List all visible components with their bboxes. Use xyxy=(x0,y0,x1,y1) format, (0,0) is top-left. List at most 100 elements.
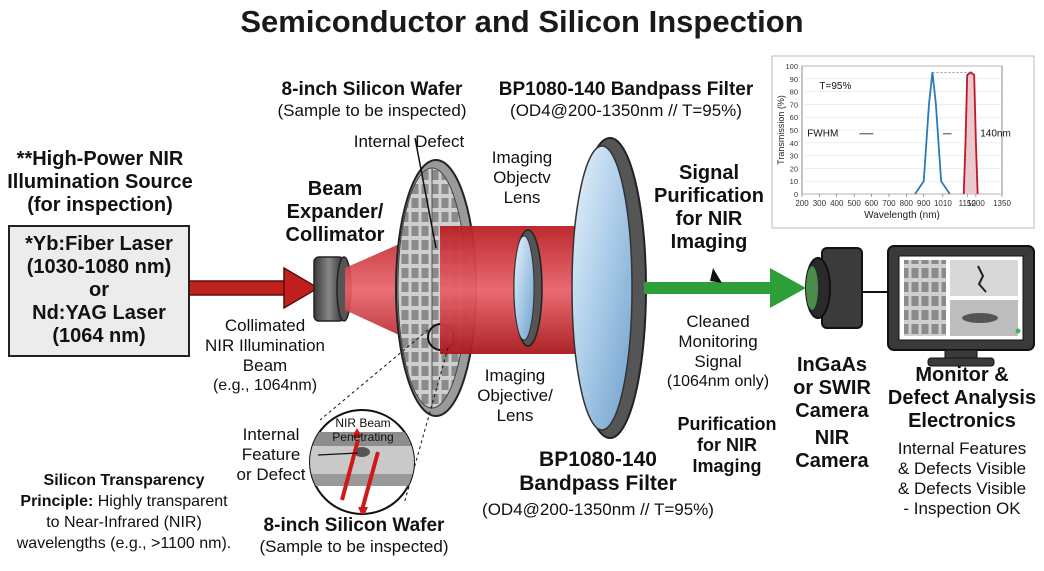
source-box-line: (1030-1080 nm) xyxy=(26,256,172,278)
x-axis-title: Wavelength (nm) xyxy=(864,210,940,221)
filter-title: Bandpass Filter xyxy=(519,472,677,495)
label-line: Beam xyxy=(307,178,363,200)
source-box-line: or xyxy=(89,279,109,301)
label-line: Internal xyxy=(242,425,300,444)
filter-subtitle: (OD4@200-1350nm // T=95%) xyxy=(510,101,742,120)
label-line: Signal xyxy=(678,162,739,184)
label-line: Imaging xyxy=(491,148,553,167)
x-tick-label: 1010 xyxy=(934,199,952,208)
principle-title: Silicon Transparency xyxy=(43,472,205,489)
purification-label: Purification for NIR Imaging xyxy=(662,414,792,477)
inset-label: NIR Beam Penetrating xyxy=(326,416,400,444)
pointer-arrow xyxy=(710,268,722,283)
label-line: NIR Illumination xyxy=(205,336,325,355)
label-line: Camera xyxy=(795,450,869,472)
lens-label-bottom: Imaging Objective/ Lens xyxy=(470,366,560,426)
lens-label-top: Imaging Objectv Lens xyxy=(478,148,566,208)
y-tick-label: 70 xyxy=(790,100,798,109)
source-heading: **High-Power NIR Illumination Source (fo… xyxy=(2,148,198,217)
y-tick-label: 80 xyxy=(790,88,798,97)
laser-arrow xyxy=(185,266,320,310)
monitor-label: Monitor & Defect Analysis Electronics In… xyxy=(880,364,1044,519)
label-line: Imaging xyxy=(692,456,762,476)
x-tick-label: 600 xyxy=(865,199,879,208)
x-tick-label: 400 xyxy=(830,199,844,208)
label-line: Monitoring xyxy=(678,332,758,351)
filter-top-label: BP1080-140 Bandpass Filter (OD4@200-1350… xyxy=(476,78,776,121)
x-tick-label: 300 xyxy=(813,199,827,208)
label-line: Objectv xyxy=(493,168,551,187)
label-line: Lens xyxy=(503,188,541,207)
series-line xyxy=(914,72,951,195)
label-line: Camera xyxy=(795,400,869,422)
principle-text: to Near-Infrared (NIR) xyxy=(46,514,202,531)
defect-pointer xyxy=(414,137,437,249)
x-tick-label: 700 xyxy=(882,199,896,208)
label-line: Purification xyxy=(677,414,777,434)
bandpass-filter xyxy=(571,137,647,439)
label-line: Objective/ xyxy=(477,386,553,405)
label-line: NIR Beam xyxy=(335,416,391,430)
monitor-desc: - Inspection OK xyxy=(903,499,1021,518)
label-line: (1064nm only) xyxy=(666,373,770,390)
beam-expander-label: Beam Expander/ Collimator xyxy=(270,178,400,247)
y-tick-label: 90 xyxy=(790,75,798,84)
monitor xyxy=(887,245,1035,367)
internal-defect-label: Internal Defect xyxy=(353,132,465,151)
label-line: InGaAs xyxy=(796,354,868,376)
annotation-140nm: 140nm xyxy=(980,128,1011,139)
wafer-subtitle: (Sample to be inspected) xyxy=(277,101,467,120)
wafer-title: 8-inch Silicon Wafer xyxy=(281,79,463,100)
source-box-line: Nd:YAG Laser xyxy=(32,302,166,324)
y-tick-label: 0 xyxy=(794,190,798,199)
label-line: Penetrating xyxy=(332,430,394,444)
source-heading-line: (for inspection) xyxy=(27,194,173,216)
monitor-desc: & Defects Visible xyxy=(897,459,1027,478)
x-tick-label: 200 xyxy=(795,199,809,208)
internal-feature-label: Internal Feature or Defect xyxy=(226,425,316,485)
label-line: Cleaned xyxy=(686,312,750,331)
transparency-principle: Silicon Transparency Principle: Highly t… xyxy=(2,470,246,554)
label-line: Collimated xyxy=(224,316,306,335)
page-title: Semiconductor and Silicon Inspection xyxy=(240,4,804,39)
source-box-line: *Yb:Fiber Laser xyxy=(25,233,173,255)
annotation-t95: T=95% xyxy=(819,81,851,92)
feature-pointer xyxy=(317,452,359,456)
cleaned-signal-label: Cleaned Monitoring Signal (1064nm only) xyxy=(656,312,780,391)
principle-text: Highly transparent xyxy=(93,493,228,510)
magnifier-inset xyxy=(309,329,449,515)
monitor-desc: & Defects Visible xyxy=(897,479,1027,498)
y-tick-label: 50 xyxy=(790,126,798,135)
y-tick-label: 20 xyxy=(790,164,798,173)
filter-subtitle: (OD4@200-1350nm // T=95%) xyxy=(482,500,714,519)
annotation-fwhm: FWHM xyxy=(807,128,838,139)
laser-source-box: *Yb:Fiber Laser (1030-1080 nm) or Nd:YAG… xyxy=(8,225,190,357)
label-line: Lens xyxy=(496,406,534,425)
wafer-subtitle: (Sample to be inspected) xyxy=(259,537,449,556)
wafer-title: 8-inch Silicon Wafer xyxy=(263,515,445,536)
wafer-bottom-label: 8-inch Silicon Wafer (Sample to be inspe… xyxy=(244,514,464,557)
wafer-top-label: 8-inch Silicon Wafer (Sample to be inspe… xyxy=(262,78,482,121)
x-tick-label: 1150 xyxy=(959,199,977,208)
series-line xyxy=(962,71,979,195)
y-tick-label: 60 xyxy=(790,113,798,122)
filter-title: BP1080-140 Bandpass Filter xyxy=(498,79,754,100)
monitor-title: Defect Analysis xyxy=(887,387,1037,409)
y-tick-label: 40 xyxy=(790,139,798,148)
label-line: Beam xyxy=(242,356,288,375)
label-line: Imaging xyxy=(484,366,546,385)
source-heading-line: **High-Power NIR xyxy=(16,148,184,170)
signal-arrow xyxy=(644,268,806,308)
principle-text: wavelengths (e.g., >1100 nm). xyxy=(16,535,232,552)
x-tick-label: 500 xyxy=(847,199,861,208)
y-tick-label: 100 xyxy=(785,62,798,71)
monitor-desc: Internal Features xyxy=(897,439,1027,458)
x-tick-label: 1200 xyxy=(967,199,985,208)
monitor-title: Electronics xyxy=(908,410,1016,432)
source-box-line: (1064 nm) xyxy=(52,325,146,347)
x-tick-label: 1350 xyxy=(993,199,1011,208)
x-tick-label: 900 xyxy=(917,199,931,208)
camera-label: InGaAs or SWIR Camera NIR Camera xyxy=(780,354,884,473)
principle-label: Principle: xyxy=(20,493,94,510)
